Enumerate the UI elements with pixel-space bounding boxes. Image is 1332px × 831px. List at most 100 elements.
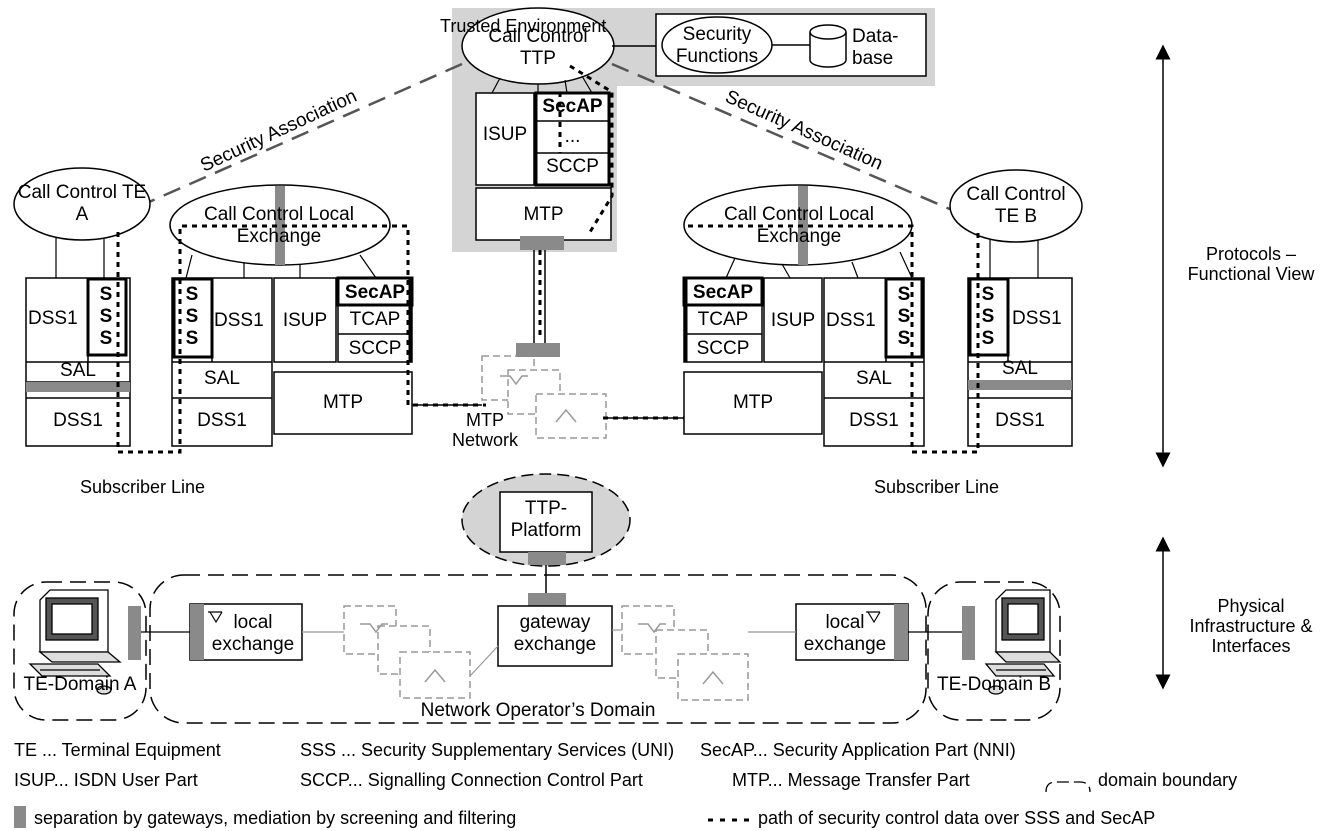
le-left-sccp-label: SCCP: [348, 338, 402, 359]
ttp-connector: [491, 77, 501, 94]
le-right-mtp-label: MTP: [732, 392, 774, 413]
mtp-network-label: MTP Network: [451, 410, 518, 450]
le-right-sss-label: S S S: [897, 284, 911, 349]
cc-ttp-label: Call Control TTP: [488, 26, 588, 69]
network-exchanges-left: [343, 605, 471, 699]
gateway-separator: [894, 604, 908, 660]
cc-te-a-label: Call Control TE A: [17, 182, 147, 225]
cc-te-b-ellipse: [949, 169, 1083, 243]
le-left-isup-label: ISUP: [282, 310, 328, 331]
computer-icon: [984, 589, 1062, 695]
ttp-connector: [564, 79, 568, 94]
le-left-dss1-label: DSS1: [214, 310, 264, 331]
le-right-sccp-label: SCCP: [696, 338, 750, 359]
connector: [851, 261, 859, 279]
subscriber-line-right-label: Subscriber Line: [874, 477, 1000, 497]
gateway-separator: [528, 593, 566, 606]
le-right-mtp-box: [683, 371, 823, 435]
network-exchanges-right: [621, 605, 749, 701]
te-domain-b-label: TE-Domain B: [936, 674, 1052, 695]
computer-icon: [28, 589, 122, 695]
cc-te-a-ellipse: [13, 167, 151, 241]
gateway-separator: [275, 186, 285, 265]
le-right-isup-box: [763, 277, 823, 363]
subscriber-line-left-label: Subscriber Line: [80, 477, 206, 497]
connector: [725, 257, 736, 279]
ttp-dots-label: ...: [564, 126, 581, 147]
gateway-separator: [190, 604, 204, 660]
te-b-sss-box: [968, 277, 1010, 357]
le-left-sss-label: S S S: [185, 284, 199, 349]
connector: [185, 254, 193, 279]
exchange-symbol: [866, 611, 881, 624]
gateway-separator: [962, 606, 975, 660]
le-left-mtp-label: MTP: [322, 392, 364, 413]
le-left-sal-label: SAL: [204, 368, 240, 389]
ttp-sccp-label: SCCP: [546, 156, 599, 177]
security-association-right-label: Security Association: [722, 86, 886, 174]
database-cylinder: [809, 32, 847, 68]
le-left-mtp-box: [273, 371, 413, 435]
ttp-connector: [581, 75, 593, 94]
secap-highlight: [682, 276, 764, 307]
protocols-label: Protocols – Functional View: [1187, 244, 1315, 284]
security-association-left-label: Security Association: [197, 86, 360, 177]
le-right-dss1-low-label: DSS1: [849, 410, 899, 431]
database-label: Data- base: [852, 26, 899, 69]
database-cylinder-top: [809, 24, 847, 40]
te-domain-a-boundary: [13, 581, 147, 721]
local-exchange-right-label: local exchange: [803, 612, 887, 655]
legend-secap: SecAP... Security Application Part (NNI): [700, 740, 1016, 760]
security-association-left: [139, 62, 463, 208]
gateway-exchange-box: [497, 605, 613, 667]
ttp-mtp-label: MTP: [523, 204, 564, 225]
le-left-secap-stack: [337, 277, 413, 363]
physical-label: Physical Infrastructure & Interfaces: [1189, 596, 1313, 656]
secap-highlight: [336, 276, 414, 307]
te-a-sss-label: S S S: [99, 284, 113, 349]
gateway-exchange-label: gateway exchange: [513, 612, 597, 655]
ttp-platform-box: [499, 491, 593, 553]
le-right-tcap-label: TCAP: [697, 309, 749, 330]
local-exchange-right-box: [795, 603, 909, 661]
ttp-isup-box: [475, 92, 535, 186]
legend-te: TE ... Terminal Equipment: [14, 740, 221, 760]
te-a-dss1-label: DSS1: [28, 308, 78, 329]
network-operator-domain: [149, 574, 927, 724]
gateway-separator: [128, 606, 141, 660]
te-a-dss1-low-label: DSS1: [53, 410, 103, 431]
connector: [781, 263, 791, 279]
cc-te-b-label: Call Control TE B: [966, 184, 1066, 227]
local-exchange-left-label: local exchange: [211, 612, 295, 655]
connector: [899, 251, 913, 279]
connector: [359, 254, 377, 279]
legend-path: path of security control data over SSS a…: [758, 808, 1156, 828]
te-b-dss1-low-label: DSS1: [995, 410, 1045, 431]
le-right-dss1-label: DSS1: [826, 310, 876, 331]
exchange-symbol: [208, 611, 223, 624]
legend-domain-icon: [1045, 781, 1091, 793]
network-operator-label: Network Operator’s Domain: [420, 700, 656, 721]
le-right-sss-box: [884, 277, 924, 359]
le-left-tcap-label: TCAP: [349, 309, 401, 330]
gateway-separator: [516, 343, 560, 357]
gateway-separator: [26, 382, 130, 392]
link: [469, 645, 499, 677]
legend-sccp: SCCP... Signalling Connection Control Pa…: [300, 770, 643, 790]
ttp-secap-stack: [534, 91, 611, 187]
te-a-sss-box: [86, 277, 128, 357]
te-b-sal-label: SAL: [1002, 358, 1038, 379]
te-b-dss1-label: DSS1: [1012, 308, 1062, 329]
te-a-sal-label: SAL: [60, 360, 96, 381]
security-functions-label: Security Functions: [675, 24, 759, 67]
te-domain-b-boundary: [927, 581, 1061, 721]
te-b-sss-label: S S S: [981, 284, 995, 349]
legend-separation: separation by gateways, mediation by scr…: [34, 808, 517, 828]
gateway-separator: [528, 552, 566, 565]
le-right-isup-label: ISUP: [770, 310, 816, 331]
te-domain-a-label: TE-Domain A: [23, 674, 137, 695]
le-right-secap-stack: [683, 277, 763, 363]
le-left-secap-label: SecAP: [344, 282, 406, 303]
le-right-sal-label: SAL: [856, 368, 892, 389]
